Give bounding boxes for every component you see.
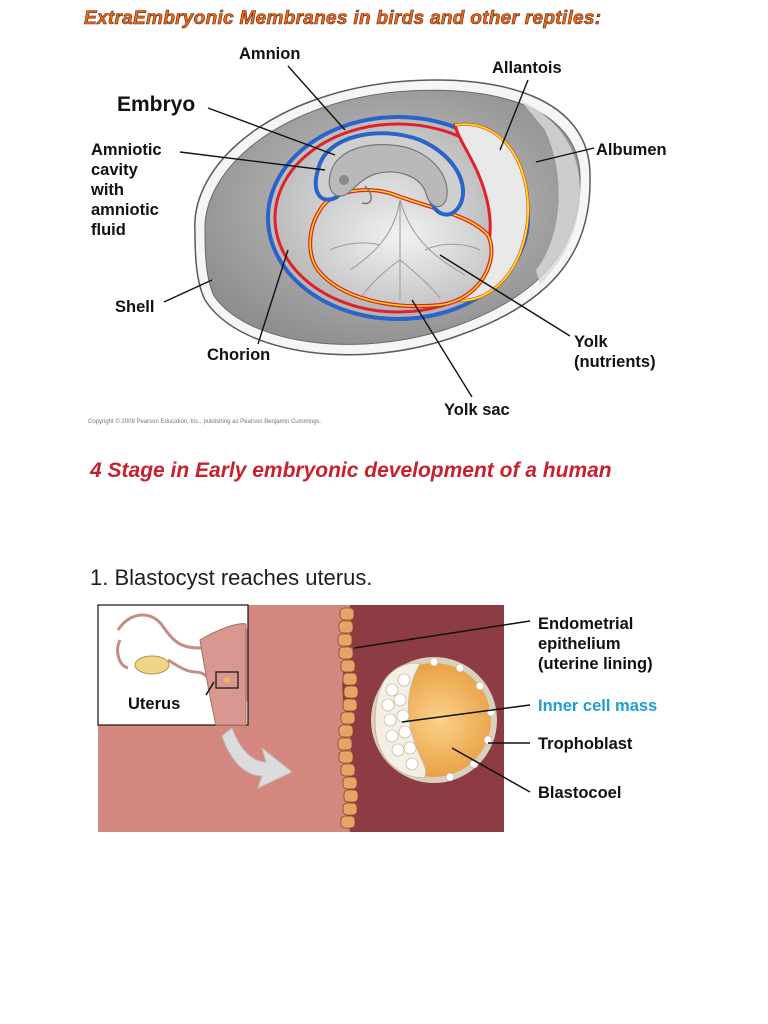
label-allantois: Allantois [492, 59, 562, 77]
label-uterus: Uterus [128, 695, 181, 713]
uterus-icon [116, 613, 248, 726]
label-albumen: Albumen [596, 141, 667, 159]
label-blastocoel: Blastocoel [538, 784, 622, 802]
yolk-veins [329, 199, 481, 300]
label-inner-cell-mass: Inner cell mass [538, 697, 658, 715]
label-yolk-sac: Yolk sac [444, 401, 510, 419]
embryo-icon [328, 144, 448, 208]
label-chorion: Chorion [207, 346, 271, 364]
label-endometrial-epithelium: Endometrial epithelium (uterine lining) [538, 615, 653, 673]
label-embryo: Embryo [117, 93, 196, 116]
epithelium-cells [337, 607, 359, 829]
egg-leader-lines [163, 65, 595, 398]
step-title: 1. Blastocyst reaches uterus. [90, 565, 373, 590]
section-title: 4 Stage in Early embryonic development o… [90, 459, 612, 482]
icm-cells [381, 673, 419, 771]
label-trophoblast: Trophoblast [538, 735, 633, 753]
egg-diagram [163, 65, 595, 398]
arrow-icon [221, 727, 293, 789]
copyright-note: Copyright © 2008 Pearson Education, Inc.… [88, 419, 322, 425]
blastocyst-leader-lines [205, 620, 531, 793]
label-shell: Shell [115, 298, 155, 316]
diagram-title: ExtraEmbryonic Membranes in birds and ot… [84, 8, 602, 30]
label-amnion: Amnion [239, 45, 301, 63]
label-amniotic-cavity: Amniotic cavity with amniotic fluid [91, 141, 162, 239]
label-yolk: Yolk (nutrients) [574, 333, 656, 371]
